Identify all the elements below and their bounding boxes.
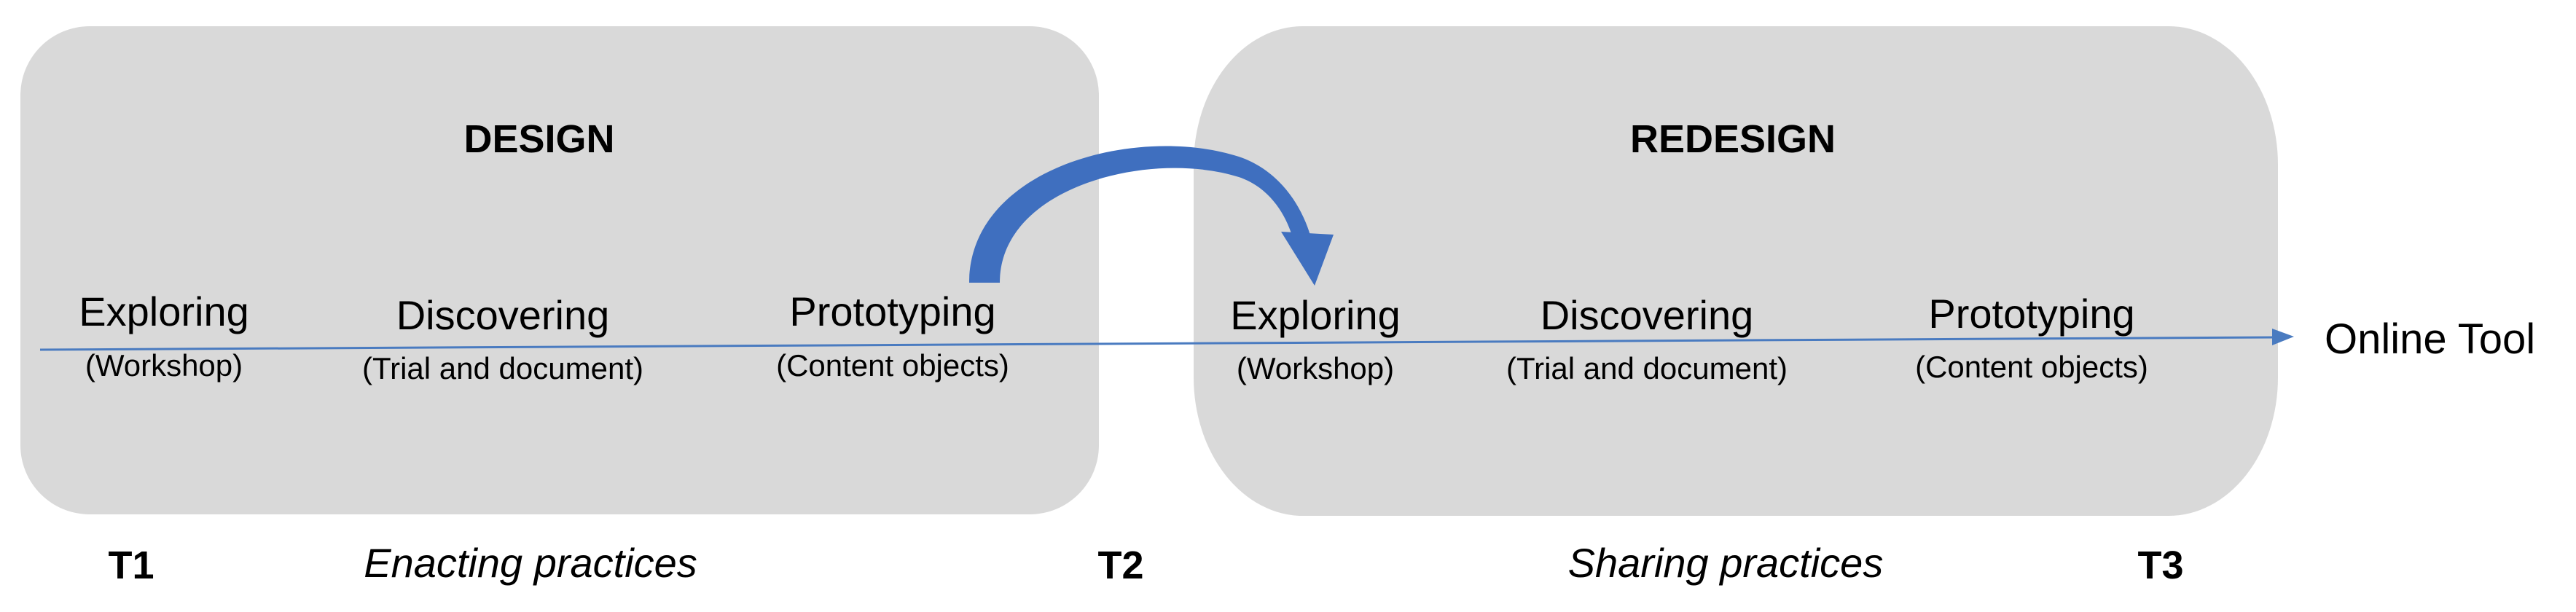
time-marker-t3: T3: [2137, 544, 2184, 587]
online-tool-label: Online Tool: [2325, 315, 2536, 363]
design-exploring-label: Exploring: [79, 289, 249, 334]
design-prototyping-sub: (Content objects): [776, 348, 1009, 382]
redesign-title: REDESIGN: [1629, 117, 1836, 161]
design-prototyping-label: Prototyping: [789, 289, 996, 334]
redesign-phase-panel: [1194, 26, 2278, 516]
design-discovering-sub: (Trial and document): [362, 351, 643, 385]
design-title: DESIGN: [463, 117, 615, 161]
time-marker-t1: T1: [108, 544, 154, 587]
redesign-exploring-label: Exploring: [1230, 292, 1401, 338]
curved-arrow-head: [1281, 232, 1334, 286]
time-marker-t2: T2: [1097, 544, 1144, 587]
design-discovering-label: Discovering: [396, 292, 610, 338]
redesign-exploring-sub: (Workshop): [1236, 351, 1395, 385]
timeline-line: [39, 336, 2274, 351]
timeline-arrowhead: [2272, 329, 2294, 345]
redesign-prototyping-label: Prototyping: [1928, 291, 2135, 337]
curved-transfer-arrow: [969, 146, 1312, 283]
practice-label-enacting: Enacting practices: [364, 540, 697, 586]
redesign-discovering-sub: (Trial and document): [1506, 351, 1788, 385]
redesign-prototyping-sub: (Content objects): [1915, 350, 2148, 384]
design-exploring-sub: (Workshop): [85, 348, 243, 382]
practice-label-sharing: Sharing practices: [1567, 540, 1884, 586]
design-phase-panel: [20, 26, 1099, 514]
redesign-discovering-label: Discovering: [1540, 292, 1754, 338]
